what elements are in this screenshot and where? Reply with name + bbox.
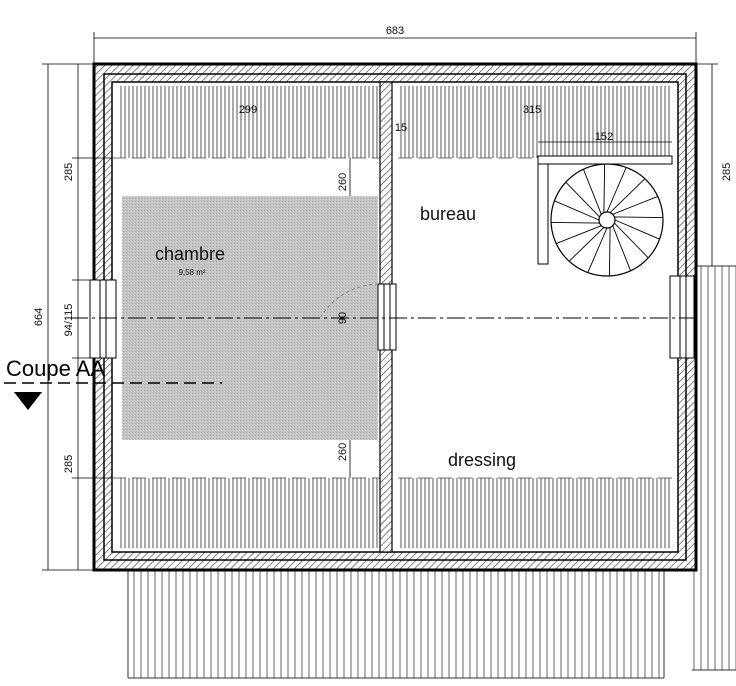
dim-chambre-width: 299: [239, 104, 257, 116]
room-label-bureau: bureau: [420, 204, 476, 224]
room-area-chambre: 9,58 m²: [178, 268, 205, 277]
stair-tread: [603, 164, 606, 213]
room-label-chambre: chambre: [155, 244, 225, 264]
roof-right: [692, 265, 736, 671]
dim-overall-width: 683: [386, 25, 404, 37]
spiral-staircase: [537, 155, 673, 277]
stair-tread: [612, 225, 632, 271]
dim-left-bottom-zone: 285: [63, 455, 75, 473]
window-left: [89, 279, 117, 359]
stair-tread: [614, 216, 663, 219]
section-cut-marker: Coupe AA: [4, 356, 222, 410]
section-cut-label: Coupe AA: [6, 356, 105, 381]
dim-door: 90: [337, 312, 349, 324]
stair-tread: [587, 227, 608, 273]
window-right: [669, 275, 695, 359]
stair-tread: [568, 227, 605, 262]
stair-tread: [551, 221, 600, 224]
dim-chambre-low-top: 260: [337, 173, 349, 191]
section-arrow-icon: [14, 392, 42, 410]
stair-tread: [608, 227, 611, 276]
dim-wall-thickness: 15: [395, 122, 407, 134]
stair-tread: [565, 181, 600, 218]
stair-tread: [614, 222, 649, 259]
stair-tread: [606, 167, 627, 213]
stair-tread: [612, 195, 658, 215]
door-partition: [319, 283, 397, 351]
dim-left-top-zone: 285: [63, 163, 75, 181]
dim-bureau-width: 315: [523, 104, 541, 116]
dim-left-window: 94/115: [63, 304, 75, 337]
dimension-lines: [42, 32, 718, 571]
stair-tread: [556, 225, 602, 245]
dim-chambre-low-bottom: 260: [337, 443, 349, 461]
stair-tread: [614, 219, 660, 240]
roof-below: [127, 570, 665, 679]
stair-tread: [582, 169, 602, 215]
room-label-dressing: dressing: [448, 450, 516, 470]
dim-overall-depth: 664: [33, 308, 45, 326]
dim-right-top-zone: 285: [721, 163, 733, 181]
dim-stair-width: 152: [595, 131, 613, 143]
low-ceiling-zones: [112, 86, 678, 548]
stair-tread: [554, 200, 600, 221]
stair-tread: [609, 178, 646, 213]
